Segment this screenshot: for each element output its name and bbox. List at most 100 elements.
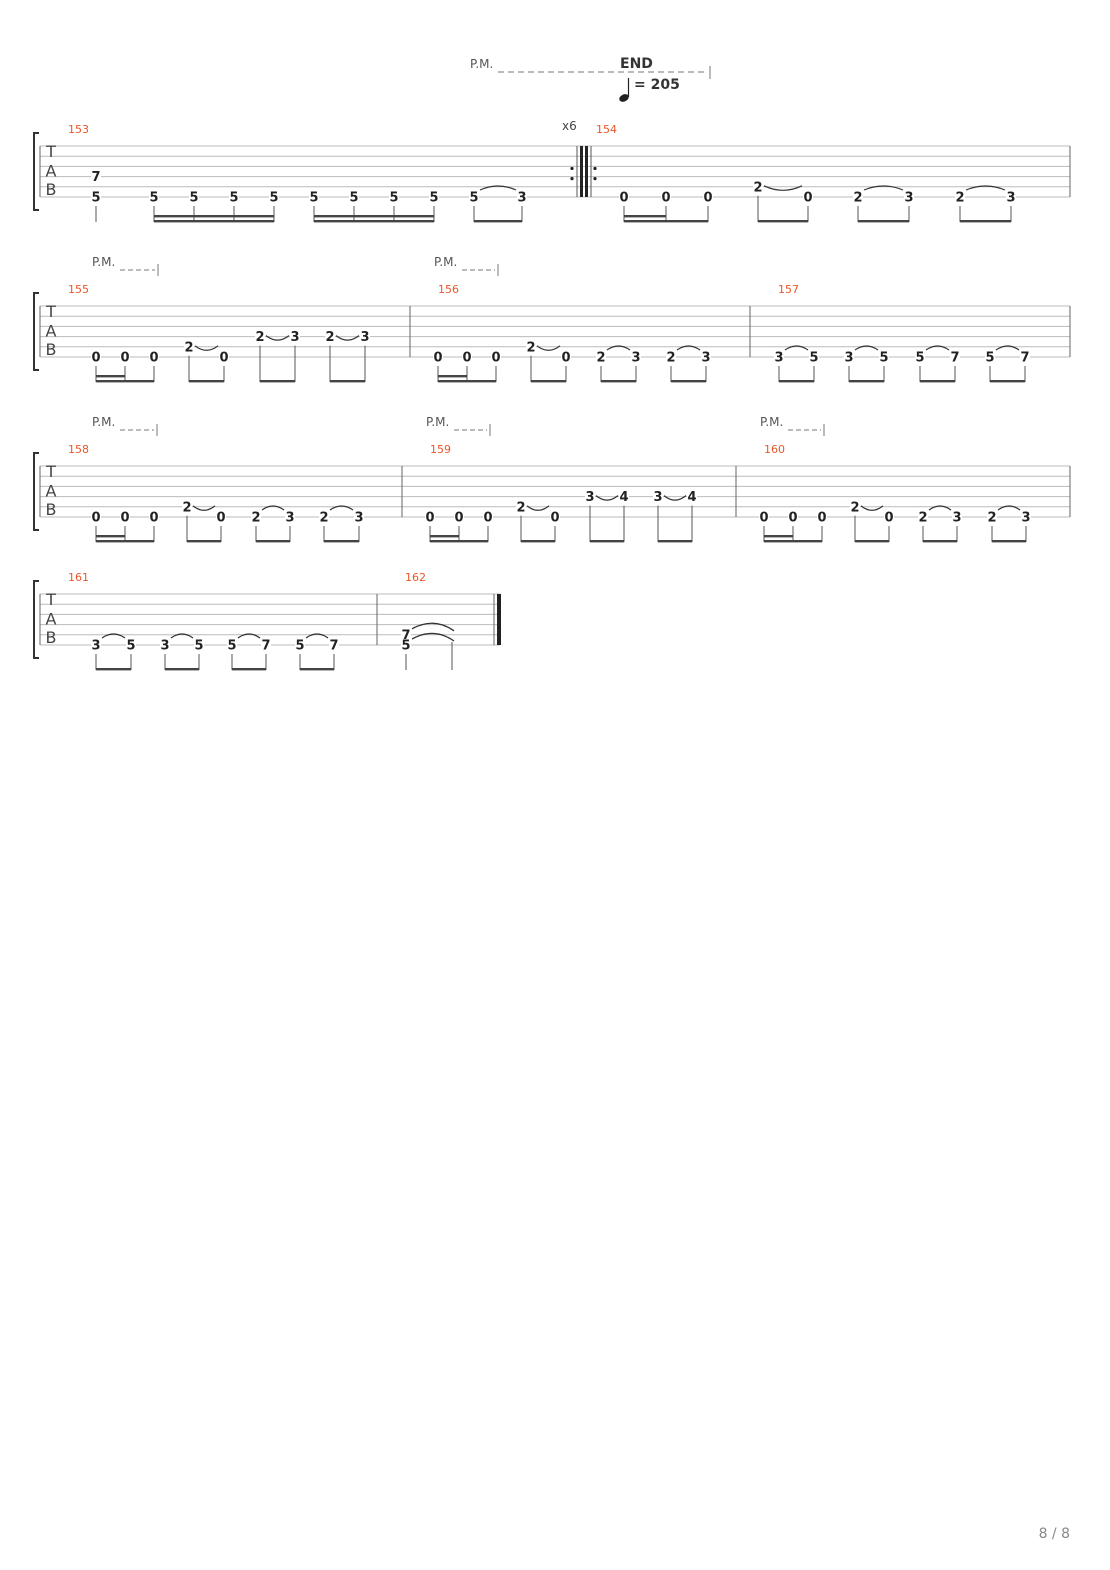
beam-secondary <box>430 535 459 538</box>
tab-clef-letter: A <box>46 610 57 629</box>
fret-backing <box>194 639 204 651</box>
fret-number: 2 <box>955 191 964 206</box>
fret-number: 0 <box>433 351 442 366</box>
fret-backing <box>251 511 261 523</box>
fret-number: 7 <box>261 639 270 654</box>
fret-number: 3 <box>160 639 169 654</box>
fret-backing <box>759 511 769 523</box>
slur <box>536 345 561 351</box>
slur <box>784 345 809 351</box>
fret-number: 5 <box>309 191 318 206</box>
fret-backing <box>255 330 265 343</box>
fret-backing <box>666 351 676 363</box>
measure-number: 162 <box>405 571 426 584</box>
fret-number: 2 <box>850 500 859 515</box>
fret-backing <box>309 191 319 203</box>
fret-number: 5 <box>915 351 924 366</box>
fret-backing <box>788 511 798 523</box>
fret-number: 0 <box>619 191 628 206</box>
fret-number: 3 <box>904 191 913 206</box>
tab-clef-letter: T <box>45 302 56 321</box>
fret-number: 2 <box>918 511 927 526</box>
beam <box>764 540 822 543</box>
fret-number: 0 <box>149 511 158 526</box>
beam <box>96 380 154 383</box>
fret-backing <box>325 330 335 343</box>
fret-number: 2 <box>251 511 260 526</box>
beam <box>438 380 496 383</box>
fret-backing <box>753 180 763 193</box>
pm-label: P.M. <box>92 255 115 269</box>
fret-backing <box>126 639 136 651</box>
fret-number: 3 <box>774 351 783 366</box>
fret-backing <box>653 490 663 503</box>
beam <box>590 540 624 543</box>
beam <box>992 540 1026 543</box>
slur <box>763 185 803 191</box>
beam <box>855 540 889 543</box>
beam <box>232 668 266 671</box>
fret-backing <box>91 639 101 651</box>
fret-number: 2 <box>596 351 605 366</box>
slur <box>170 633 194 639</box>
fret-number: 2 <box>987 511 996 526</box>
fret-backing <box>483 511 493 523</box>
final-barline-thick <box>497 594 501 645</box>
fret-number: 2 <box>516 500 525 515</box>
beam-secondary <box>96 535 125 538</box>
fret-number: 0 <box>425 511 434 526</box>
fret-backing <box>349 191 359 203</box>
fret-backing <box>425 511 435 523</box>
tempo-value: = 205 <box>634 77 680 93</box>
fret-backing <box>687 490 697 503</box>
fret-backing <box>703 191 713 203</box>
slur <box>479 185 517 191</box>
fret-number: 7 <box>91 170 100 185</box>
fret-backing <box>290 330 300 343</box>
fret-backing <box>160 639 170 651</box>
beam <box>324 540 359 543</box>
fret-backing <box>987 511 997 523</box>
fret-backing <box>1021 511 1031 523</box>
slur <box>860 505 884 511</box>
measure-number: 157 <box>778 283 799 296</box>
fret-number: 4 <box>687 490 696 505</box>
fret-number: 5 <box>985 351 994 366</box>
fret-backing <box>619 191 629 203</box>
fret-number: 0 <box>759 511 768 526</box>
fret-number: 3 <box>360 330 369 345</box>
fret-number: 5 <box>389 191 398 206</box>
fret-number: 0 <box>216 511 225 526</box>
fret-number: 2 <box>666 351 675 366</box>
beam <box>758 220 808 223</box>
measure-number: 154 <box>596 123 617 136</box>
beam <box>165 668 199 671</box>
fret-backing <box>774 351 784 363</box>
fret-backing <box>149 191 159 203</box>
fret-backing <box>329 639 339 651</box>
fret-backing <box>401 639 411 651</box>
fret-backing <box>354 511 364 523</box>
fret-backing <box>585 490 595 503</box>
end-marker: END <box>620 56 653 72</box>
slur <box>928 505 952 511</box>
tab-clef-letter: B <box>46 180 57 199</box>
fret-backing <box>120 511 130 523</box>
slur <box>965 185 1006 191</box>
fret-backing <box>850 500 860 513</box>
fret-backing <box>149 351 159 363</box>
fret-backing <box>631 351 641 363</box>
fret-number: 2 <box>319 511 328 526</box>
fret-number: 5 <box>269 191 278 206</box>
slur <box>101 633 126 639</box>
fret-number: 0 <box>884 511 893 526</box>
fret-number: 4 <box>619 490 628 505</box>
fret-number: 5 <box>229 191 238 206</box>
slur <box>606 345 631 351</box>
fret-number: 0 <box>120 511 129 526</box>
fret-number: 5 <box>879 351 888 366</box>
fret-number: 0 <box>120 351 129 366</box>
beam <box>96 540 154 543</box>
fret-backing <box>955 191 965 203</box>
